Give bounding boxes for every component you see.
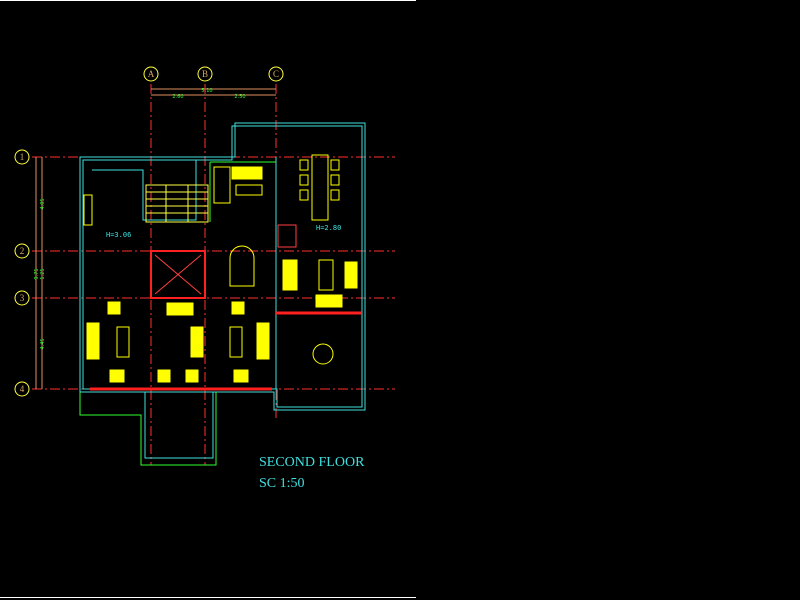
svg-text:2: 2	[20, 246, 25, 256]
grid-bubble-A: A	[143, 66, 159, 82]
drawing-title: SECOND FLOOR	[259, 455, 365, 470]
grid-bubble-3: 3	[14, 290, 30, 306]
grid-bubble-C: C	[268, 66, 284, 82]
dim-side-1: 4.05	[40, 198, 46, 209]
svg-text:C: C	[273, 69, 279, 79]
grid-bubble-1: 1	[14, 149, 30, 165]
dim-side-2: 1.25	[40, 268, 46, 279]
grid-bubble-B: B	[197, 66, 213, 82]
svg-text:A: A	[148, 69, 155, 79]
dim-side-total: 9.75	[34, 268, 40, 279]
svg-text:4: 4	[20, 384, 25, 394]
height-label-left: H=3.06	[106, 231, 131, 239]
svg-text:B: B	[202, 69, 208, 79]
height-label-right: H=2.80	[316, 224, 341, 232]
dim-total-top: 5.10	[201, 88, 212, 94]
dim-seg-2: 2.50	[234, 94, 245, 100]
balcony-outline	[79, 161, 276, 466]
staircase	[145, 184, 297, 248]
structural-elements	[90, 250, 362, 391]
dim-side-3: 4.45	[40, 338, 46, 349]
grid-bubble-4: 4	[14, 381, 30, 397]
svg-text:3: 3	[20, 293, 25, 303]
dimension-lines	[35, 88, 276, 389]
dim-seg-1: 2.60	[172, 94, 183, 100]
furniture	[83, 154, 358, 383]
svg-text:1: 1	[20, 152, 25, 162]
grid-bubble-2: 2	[14, 243, 30, 259]
drawing-scale: SC 1:50	[259, 476, 305, 491]
elevator-shaft	[154, 254, 202, 295]
